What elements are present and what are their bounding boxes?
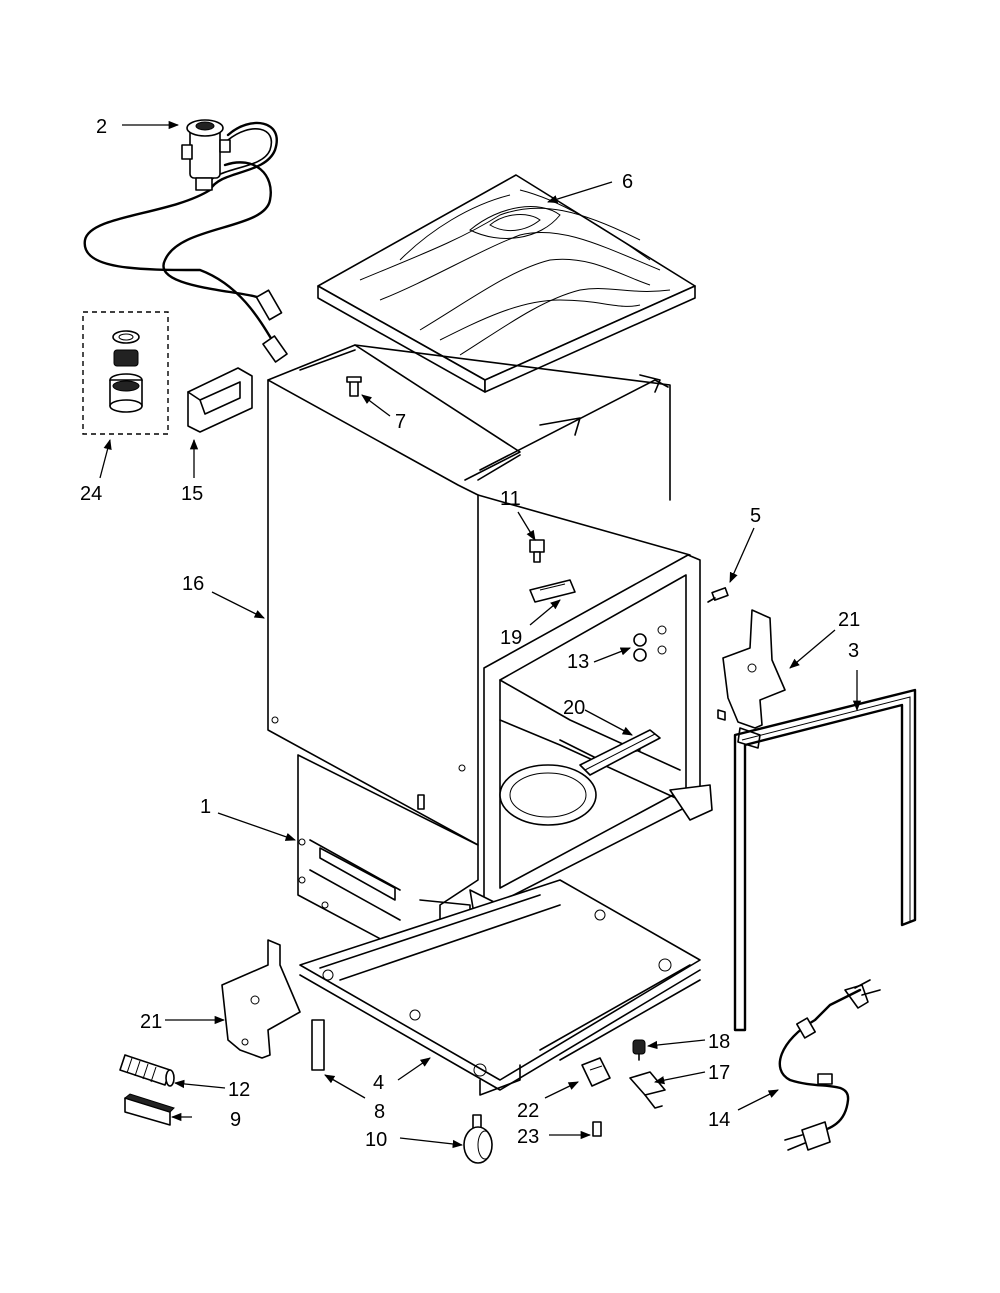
- spacer-part-8: [311, 1019, 325, 1071]
- callout-5: 5: [750, 505, 761, 527]
- wood-top-part: [317, 174, 696, 393]
- callout-15: 15: [181, 483, 203, 505]
- callout-17: 17: [708, 1062, 730, 1084]
- callout-11: 11: [500, 488, 521, 510]
- screw-part-5: [707, 587, 729, 603]
- junction-part-18: [632, 1039, 646, 1061]
- callout-10: 10: [365, 1129, 387, 1151]
- screw-part-23: [592, 1121, 602, 1137]
- callout-23: 23: [517, 1126, 539, 1148]
- bracket-part-21-lower: [221, 939, 301, 1059]
- callout-24: 24: [80, 483, 102, 505]
- callout-21-lower: 21: [140, 1011, 162, 1033]
- bracket-part-17: [629, 1071, 666, 1109]
- bracket-part-21-upper: [717, 609, 786, 749]
- bushing-part-13: [633, 625, 667, 662]
- leader-lines: [99, 120, 862, 1149]
- callout-21-upper: 21: [838, 609, 860, 631]
- callout-19: 19: [500, 627, 522, 649]
- water-valve-hose-part: [83, 119, 288, 363]
- callout-3: 3: [848, 640, 859, 662]
- caster-part-10: [463, 1114, 493, 1164]
- callout-labels: 2 6 7 24 15 11 5 16 19 21 3 13 20 1 21 1…: [80, 116, 860, 1151]
- callout-14: 14: [708, 1109, 730, 1131]
- bracket-part-15: [187, 367, 253, 433]
- door-gasket-part: [733, 688, 917, 1032]
- power-cord-part: [778, 979, 881, 1151]
- callout-18: 18: [708, 1031, 730, 1053]
- callout-6: 6: [622, 171, 633, 193]
- side-panel-part: [267, 379, 479, 846]
- spring-part-12: [119, 1054, 175, 1087]
- clip-part-22: [581, 1057, 611, 1087]
- fitting-kit-part: [82, 311, 169, 435]
- pad-part-9: [123, 1093, 175, 1126]
- callout-8: 8: [374, 1101, 385, 1123]
- callout-22: 22: [517, 1100, 539, 1122]
- callout-2: 2: [96, 116, 107, 138]
- callout-12: 12: [228, 1079, 250, 1101]
- label-plate-part: [529, 579, 576, 603]
- screw-part-11: [529, 539, 545, 563]
- rail-part-20: [579, 729, 661, 776]
- base-part: [299, 879, 701, 1096]
- callout-4: 4: [373, 1072, 384, 1094]
- callout-1: 1: [200, 796, 211, 818]
- callout-20: 20: [563, 697, 585, 719]
- screw-part-7: [346, 376, 362, 397]
- callout-13: 13: [567, 651, 589, 673]
- callout-16: 16: [182, 573, 204, 595]
- callout-9: 9: [230, 1109, 241, 1131]
- callout-7: 7: [395, 411, 406, 433]
